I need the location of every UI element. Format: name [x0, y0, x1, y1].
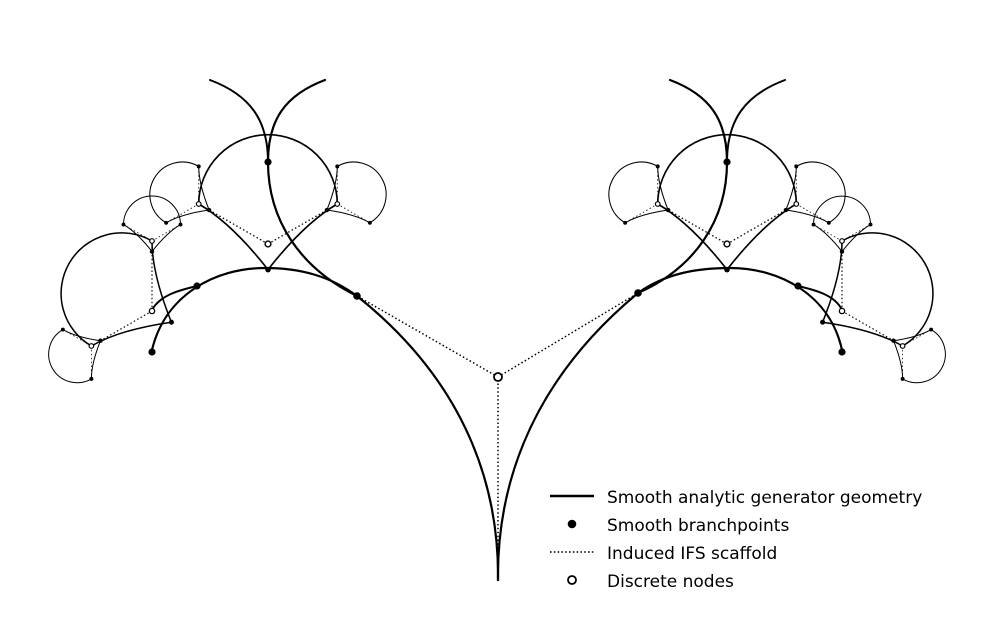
- smooth-branchpoint: [891, 338, 896, 343]
- lobe-curve: [813, 224, 843, 253]
- lobe-curve: [726, 203, 798, 271]
- smooth-branchpoint: [168, 319, 174, 325]
- discrete-node: [334, 201, 341, 207]
- smooth-branchpoint: [196, 164, 201, 169]
- smooth-branchpoint: [193, 282, 201, 290]
- smooth-branchpoint: [839, 249, 845, 254]
- legend-label: Discrete nodes: [607, 572, 734, 592]
- discrete-node: [839, 238, 845, 244]
- discrete-node: [148, 307, 156, 315]
- lobe-curve: [656, 203, 728, 271]
- upper-arc-left: [266, 78, 359, 298]
- discrete-node: [723, 240, 731, 248]
- smooth-branchpoint: [206, 207, 212, 213]
- lobe-curve: [151, 224, 181, 253]
- smooth-branchpoint: [724, 266, 730, 273]
- smooth-branchpoint: [353, 292, 361, 300]
- inner-arc: [795, 161, 846, 224]
- smooth-branchpoint: [655, 164, 660, 169]
- smooth-branchpoint: [794, 164, 799, 169]
- inner-arc: [902, 329, 946, 384]
- lobe-curve: [785, 209, 830, 224]
- filled-dot-key: [567, 519, 577, 529]
- discrete-node: [195, 201, 202, 207]
- lobe-curve: [267, 203, 339, 271]
- smooth-branchpoint: [794, 282, 802, 290]
- discrete-node: [654, 201, 661, 207]
- inner-arc: [48, 329, 92, 384]
- smooth-branchpoint: [60, 327, 65, 332]
- inner-arc: [123, 195, 181, 226]
- discrete-node: [493, 372, 503, 382]
- inner-arc: [608, 161, 659, 224]
- discrete-node: [264, 240, 272, 248]
- discrete-node: [838, 307, 846, 315]
- lobe-curve: [90, 340, 101, 380]
- smooth-branchpoint: [178, 222, 183, 227]
- smooth-branchpoints: [60, 158, 934, 381]
- lobe-curve: [90, 321, 173, 347]
- smooth-branchpoint: [148, 348, 156, 356]
- smooth-branchpoint: [121, 222, 126, 227]
- inner-arc: [656, 133, 798, 205]
- smooth-branchpoint: [264, 158, 272, 166]
- legend-label: Induced IFS scaffold: [607, 544, 778, 564]
- smooth-branchpoint: [265, 266, 271, 273]
- lobe-curve: [821, 321, 904, 347]
- smooth-branchpoint: [900, 376, 905, 381]
- inner-arc: [60, 232, 153, 347]
- lobe-curve: [821, 240, 843, 323]
- solid-line-key: [550, 494, 594, 498]
- side-inner-right: [797, 285, 843, 311]
- smooth-branchpoint: [868, 222, 873, 227]
- smooth-branchpoint: [838, 348, 846, 356]
- smooth-branchpoint: [723, 158, 731, 166]
- smooth-branchpoint: [634, 289, 642, 297]
- smooth-branchpoint: [811, 222, 816, 227]
- discrete-nodes: [88, 201, 906, 382]
- lobe-curve: [326, 209, 371, 224]
- smooth-branchpoint: [623, 220, 628, 225]
- smooth-branchpoint: [826, 220, 831, 225]
- lobe-curve: [624, 209, 669, 224]
- dotted-line-key: [550, 551, 594, 553]
- lobe-curve: [151, 240, 173, 323]
- smooth-branchpoint: [665, 207, 671, 213]
- inner-arc: [149, 161, 200, 224]
- smooth-branchpoint: [324, 207, 330, 213]
- discrete-node: [149, 238, 155, 244]
- lobe-curve: [893, 340, 904, 380]
- side-inner-left: [151, 285, 198, 311]
- smooth-branchpoint: [98, 338, 103, 343]
- discrete-node: [88, 343, 95, 349]
- smooth-branchpoint: [783, 207, 789, 213]
- lobe-curve: [197, 203, 269, 271]
- smooth-branchpoint: [149, 249, 155, 254]
- discrete-node: [793, 201, 800, 207]
- upper-arc-right: [636, 78, 729, 295]
- scaffold-segment: [356, 295, 499, 378]
- smooth-branchpoint: [929, 327, 934, 332]
- inner-arc: [336, 161, 387, 224]
- smooth-branchpoint: [367, 220, 372, 225]
- discrete-node: [899, 343, 906, 349]
- smooth-branchpoint: [335, 164, 340, 169]
- inner-arc: [841, 232, 934, 347]
- hollow-dot-key: [567, 575, 577, 585]
- legend-label: Smooth analytic generator geometry: [607, 488, 923, 508]
- main-arc-left: [150, 266, 500, 582]
- inner-arc: [197, 133, 339, 205]
- smooth-branchpoint: [164, 220, 169, 225]
- upper-inner-right: [726, 79, 786, 163]
- legend-label: Smooth branchpoints: [607, 516, 790, 536]
- upper-inner-left: [209, 79, 269, 163]
- smooth-branchpoint: [820, 319, 826, 325]
- inner-arc: [813, 195, 871, 226]
- smooth-branchpoint: [89, 376, 94, 381]
- lobe-curve: [165, 209, 210, 224]
